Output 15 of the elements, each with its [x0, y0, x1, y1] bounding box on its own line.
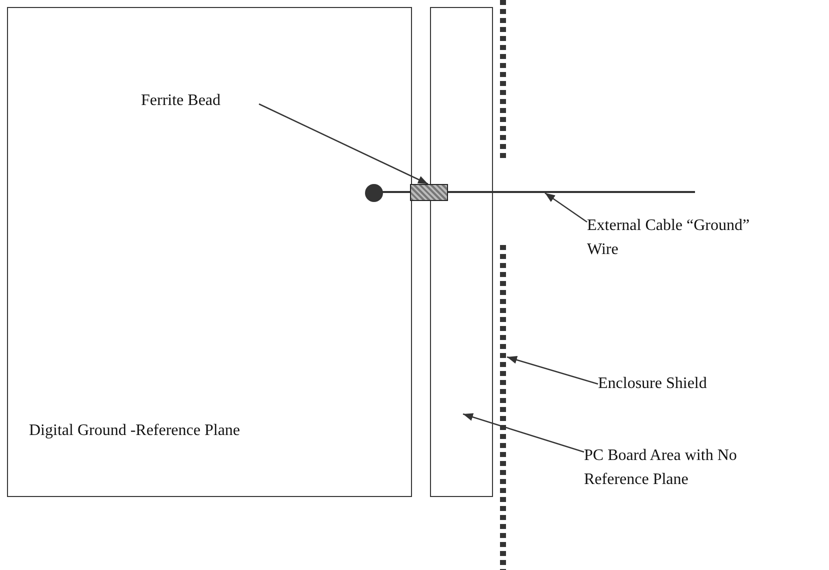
ferrite-bead: [410, 184, 448, 201]
cable-wire: [380, 191, 695, 193]
leader-line: [462, 413, 584, 453]
leader-line: [506, 356, 598, 385]
ground-plane-box: [7, 7, 412, 497]
plane-label: Digital Ground -Reference Plane: [29, 421, 240, 441]
leader-line: [258, 103, 428, 185]
callout-label: Ferrite Bead: [141, 89, 259, 113]
ground-dot: [365, 184, 383, 202]
callout-label: Enclosure Shield: [598, 372, 758, 396]
board-strip-box: [430, 7, 493, 497]
callout-label: PC Board Area with No Reference Plane: [584, 444, 764, 492]
enclosure-shield-line: [499, 0, 507, 570]
callout-label: External Cable “Ground” Wire: [587, 214, 777, 262]
leader-line: [544, 192, 588, 223]
